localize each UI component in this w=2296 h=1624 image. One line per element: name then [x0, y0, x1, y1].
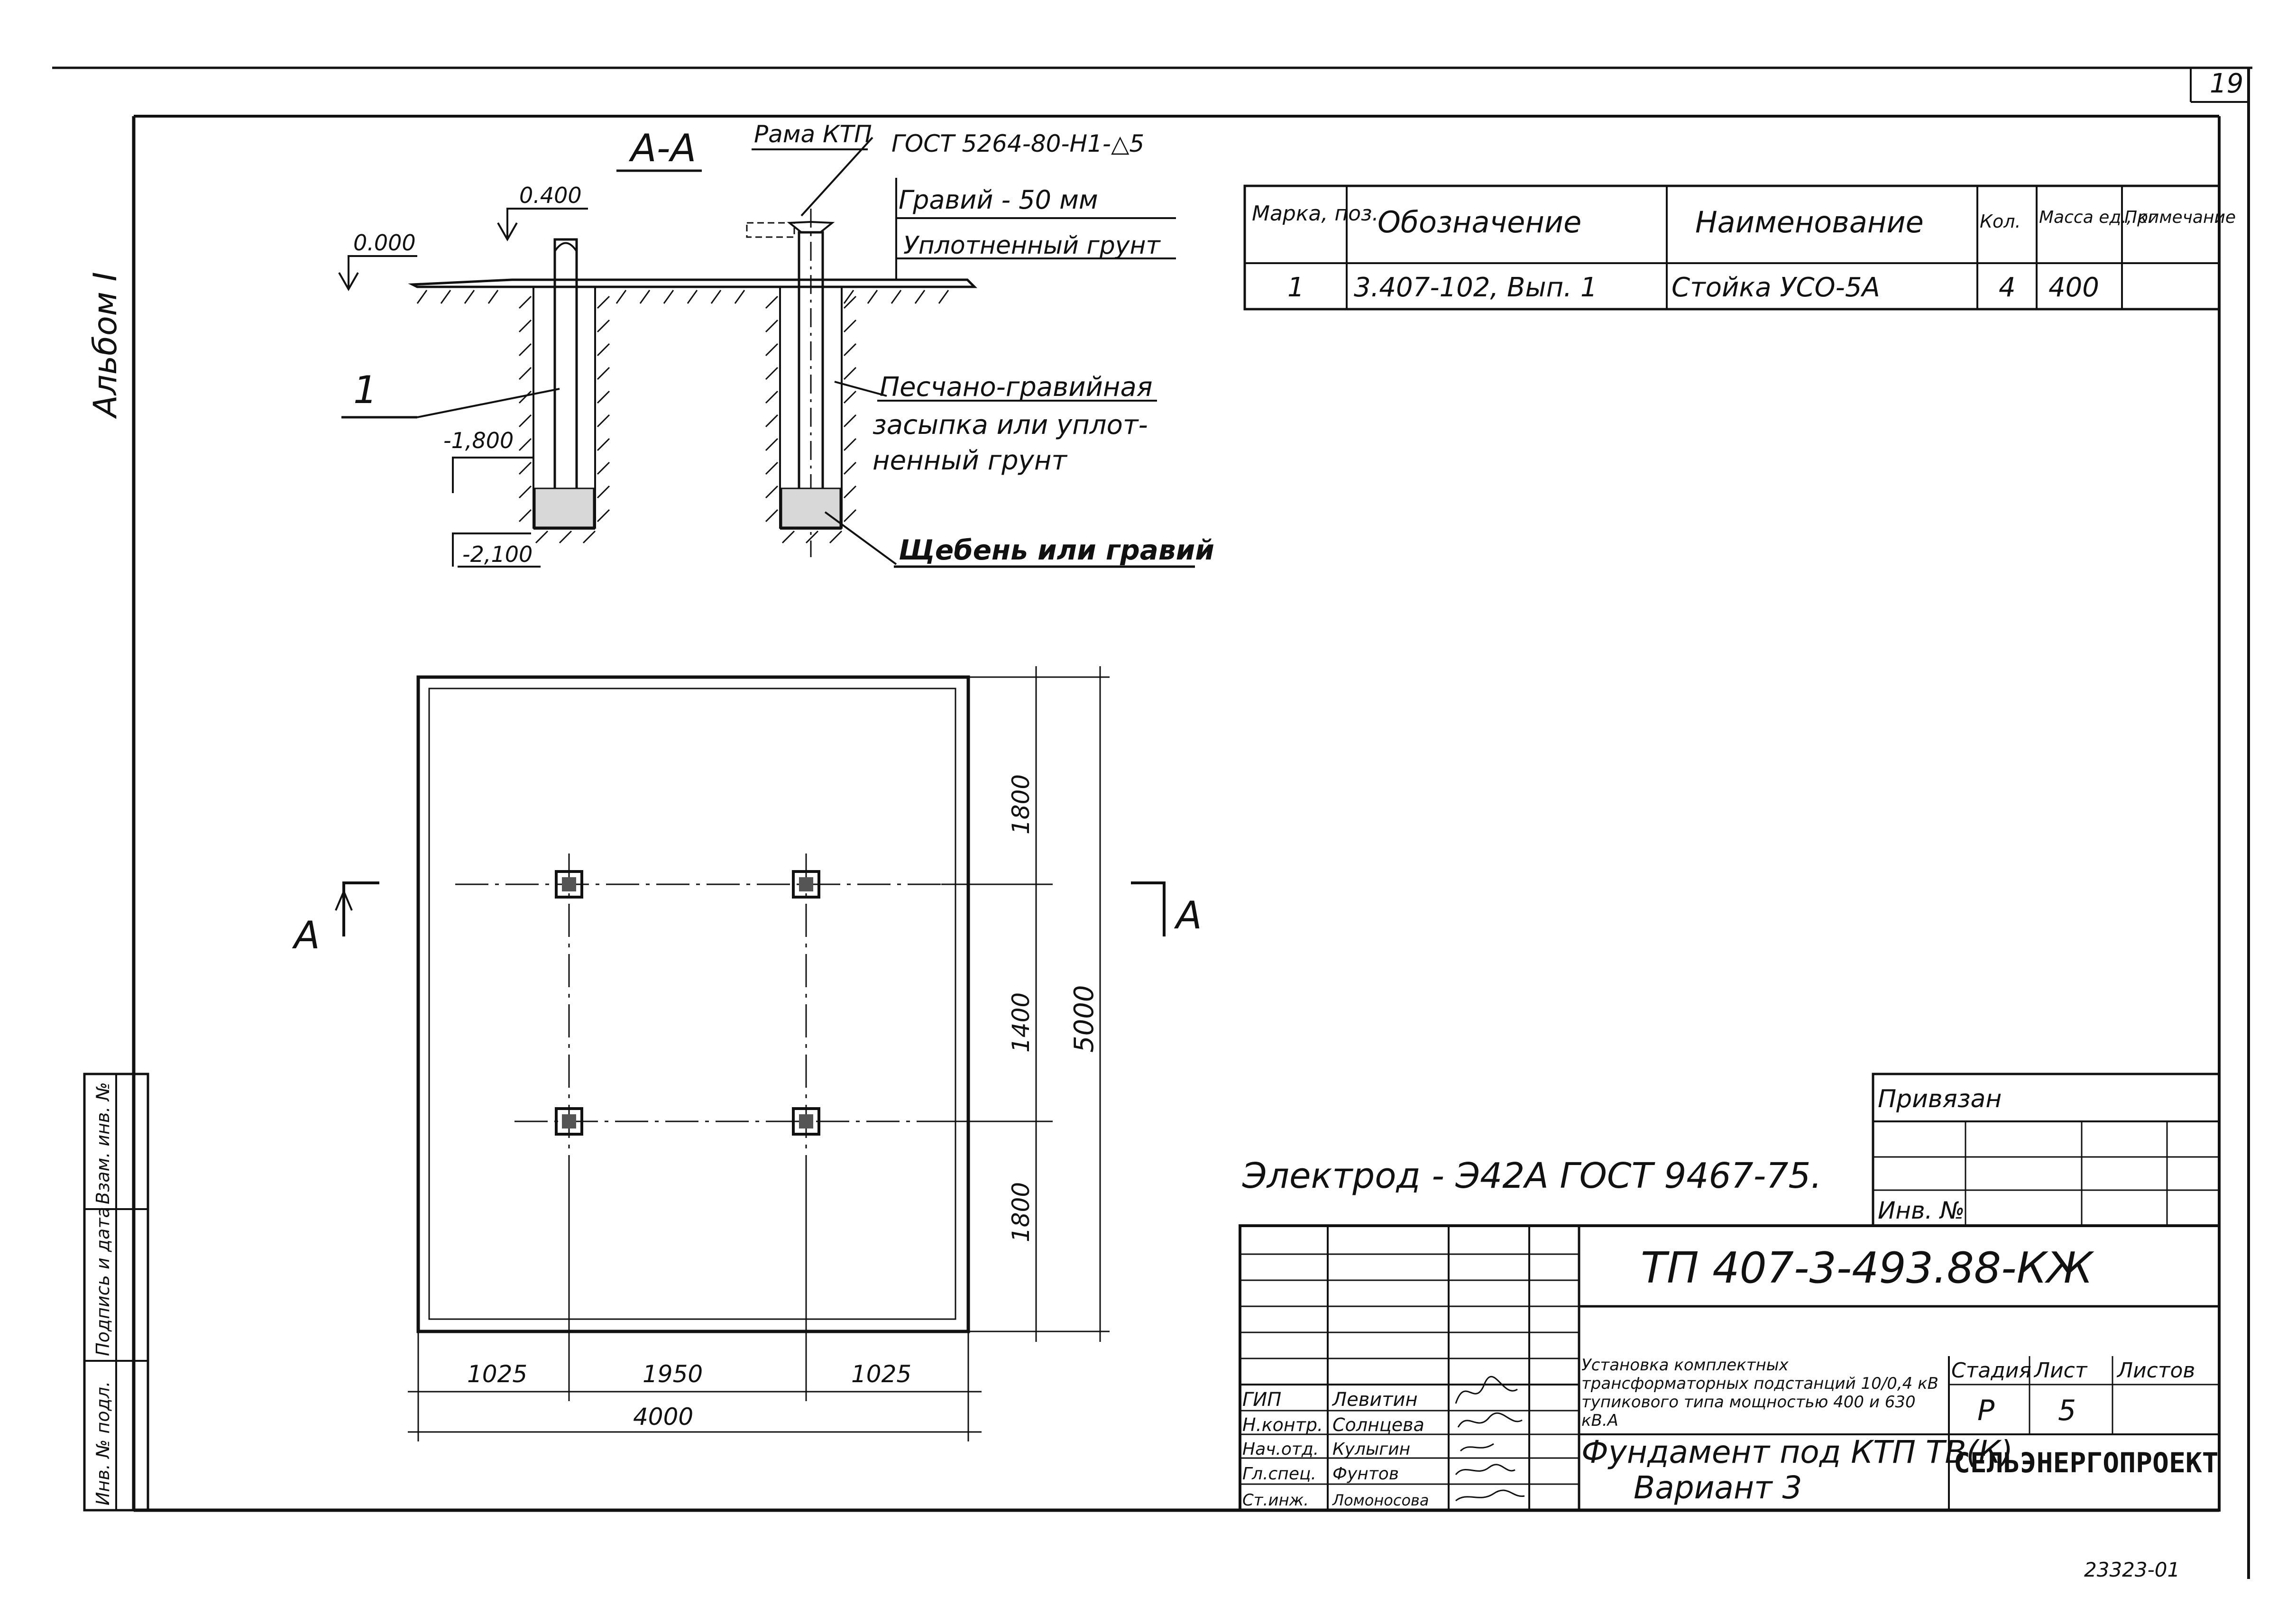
spec-header-name: Наименование: [1695, 205, 1924, 239]
staff-name-5: Ломоносова: [1332, 1491, 1429, 1509]
section-title: А-А: [628, 126, 696, 170]
staff-name-3: Кулыгин: [1332, 1440, 1410, 1459]
post-top-left: [555, 870, 583, 899]
elevation-bottom: -2,100: [462, 541, 533, 567]
staff-name-2: Солнцева: [1332, 1414, 1424, 1435]
position-mark: 1: [353, 368, 377, 412]
dim-right: 1025: [851, 1360, 911, 1388]
side-stamp-inv-original: Инв. № подл.: [92, 1381, 113, 1505]
elevation-mid: -1,800: [443, 428, 514, 453]
base-note: Щебень или гравий: [899, 534, 1214, 566]
sheet-value: 5: [2058, 1394, 2076, 1427]
organization: СЕЛЬЭНЕРГОПРОЕКТ: [1954, 1447, 2219, 1479]
post-top-right: [792, 870, 820, 899]
signatures: [1455, 1376, 1525, 1502]
sheet-label: Лист: [2033, 1358, 2088, 1383]
staff-role-3: Нач.отд.: [1242, 1440, 1319, 1459]
frame-label: Рама КТП: [754, 120, 872, 148]
title-block: ТП 407-3-493.88-КЖ Установка комплектных…: [1239, 1224, 2221, 1512]
staff-role-5: Ст.инж.: [1242, 1491, 1309, 1510]
dim-mid: 1950: [643, 1360, 703, 1388]
side-stamp-replaced-inv: Взам. инв. №: [92, 1082, 113, 1204]
spec-header-mass: Масса ед., кг: [2039, 208, 2157, 227]
dim-bottom: 1800: [1007, 1182, 1035, 1242]
bottom-code: 23323-01: [2084, 1558, 2180, 1581]
backfill-note-2: засыпка или уплот-: [872, 410, 1148, 440]
weld-note: ГОСТ 5264-80-Н1-△5: [891, 130, 1144, 157]
spec-cell-mass: 400: [2048, 272, 2099, 303]
side-stamp-signature-date: Подпись и дата: [92, 1207, 113, 1356]
spec-cell-name: Стойка УСО-5А: [1671, 272, 1880, 303]
album-label: Альбом I: [87, 272, 124, 419]
soil-note: Уплотненный грунт: [903, 231, 1161, 260]
spec-table: Марка, поз. Обозначение Наименование Кол…: [1243, 184, 2236, 311]
staff-role-1: ГИП: [1242, 1389, 1281, 1411]
gravel-note: Гравий - 50 мм: [899, 185, 1098, 215]
elevation-zero: 0.000: [353, 230, 416, 256]
inventory-label: Инв. №: [1878, 1197, 1965, 1224]
spec-header-mark: Марка, поз.: [1252, 202, 1378, 226]
cut-marker-left: А: [292, 913, 320, 957]
pit-right: [746, 209, 857, 557]
dim-total-width: 4000: [633, 1403, 693, 1431]
backfill-note-1: Песчано-гравийная: [880, 372, 1153, 403]
sheets-label: Листов: [2116, 1358, 2195, 1383]
spec-cell-mark: 1: [1287, 272, 1304, 303]
spec-header-note: Примечание: [2124, 208, 2236, 227]
backfill-note-3: ненный грунт: [872, 445, 1067, 476]
cut-marker-right: А: [1174, 893, 1202, 937]
spec-header-designation: Обозначение: [1378, 205, 1581, 239]
spec-cell-designation: 3.407-102, Вып. 1: [1354, 272, 1598, 303]
staff-name-1: Левитин: [1332, 1389, 1418, 1411]
foundation-plan: 1025 1950 1025 4000 1800 1400 1800 5000 …: [292, 666, 1202, 1441]
binding-block: Привязан Инв. №: [1872, 1073, 2221, 1227]
sheet-frame: [52, 66, 2252, 1579]
sheet-name-line-2: Вариант 3: [1634, 1469, 1802, 1506]
spec-header-qty: Кол.: [1980, 211, 2021, 232]
staff-name-4: Фунтов: [1332, 1464, 1399, 1484]
staff-role-4: Гл.спец.: [1242, 1464, 1316, 1484]
staff-role-2: Н.контр.: [1242, 1414, 1323, 1435]
dim-top: 1800: [1007, 774, 1035, 835]
stage-value: Р: [1977, 1394, 1995, 1427]
title-description: Установка комплектных трансформаторных п…: [1581, 1356, 1938, 1430]
sheet-name-line-1: Фундамент под КТП ТВ(К): [1581, 1434, 2013, 1470]
elevation-top: 0.400: [519, 183, 582, 208]
dim-left: 1025: [467, 1360, 527, 1388]
electrode-note: Электрод - Э42А ГОСТ 9467-75.: [1242, 1156, 1822, 1196]
spec-cell-qty: 4: [1999, 272, 2016, 303]
side-stamp: Взам. инв. № Подпись и дата Инв. № подл.: [83, 1073, 149, 1512]
binding-label: Привязан: [1878, 1085, 2002, 1113]
drawing-code: ТП 407-3-493.88-КЖ: [1641, 1243, 2095, 1293]
dim-total-height: 5000: [1069, 985, 1100, 1053]
description-box: Установка комплектных трансформаторных п…: [1581, 1356, 1938, 1430]
post-bottom-right: [792, 1107, 820, 1136]
ground-hatch: [416, 290, 949, 304]
page-number: 19: [2210, 68, 2243, 99]
post-bottom-left: [555, 1107, 583, 1136]
pit-left: [518, 238, 610, 544]
stage-label: Стадия: [1951, 1358, 2031, 1383]
section-a-a: А-А Рама КТП ГОСТ 5264-80-Н1-△5 Гравий -…: [338, 120, 1214, 568]
dim-center: 1400: [1007, 992, 1035, 1053]
